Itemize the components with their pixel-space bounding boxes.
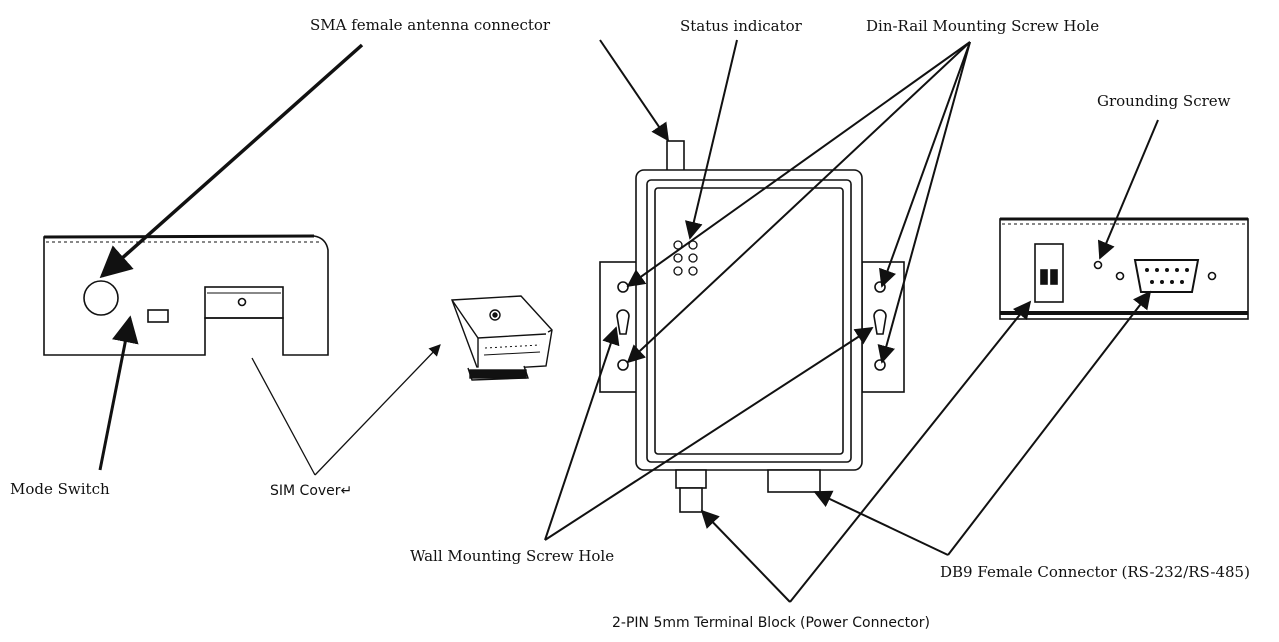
- label-terminal-block: 2-PIN 5mm Terminal Block (Power Connecto…: [612, 615, 930, 631]
- leader-sim-cover-2: [314, 344, 441, 476]
- leader-db9-2: [947, 290, 1152, 556]
- label-mode-switch: Mode Switch: [10, 480, 110, 498]
- sim-slot-screw: [237, 297, 247, 307]
- label-sma-antenna: SMA female antenna connector: [310, 16, 551, 34]
- leader-db9-1: [813, 490, 949, 556]
- label-wall-mounting: Wall Mounting Screw Hole: [410, 547, 615, 565]
- mode-switch-icon: [147, 309, 169, 323]
- side-panel-view: [43, 234, 329, 356]
- sim-cover-bracket: [451, 295, 553, 381]
- label-sim-cover: SIM Cover↵: [270, 483, 353, 499]
- leader-sma-to-main-unit: [599, 39, 670, 142]
- connector-panel-view: [999, 217, 1249, 320]
- leader-din-4: [877, 41, 971, 364]
- db9-connector-icon: [1133, 259, 1200, 293]
- leader-sim-cover-1: [251, 357, 316, 476]
- leader-grounding: [1097, 119, 1159, 260]
- leader-terminal-2: [789, 300, 1032, 603]
- leader-terminal-1: [700, 509, 791, 603]
- label-db9-connector: DB9 Female Connector (RS-232/RS-485): [940, 563, 1250, 581]
- device-body: [635, 169, 863, 471]
- sma-connector-stub: [666, 140, 685, 174]
- antenna-connector-hole: [83, 280, 119, 316]
- leader-lines: [98, 39, 1159, 603]
- grounding-screw-icon: [1093, 260, 1103, 270]
- sim-slot: [204, 286, 284, 319]
- label-din-rail: Din-Rail Mounting Screw Hole: [866, 17, 1100, 35]
- db9-connector-stub: [767, 469, 821, 493]
- status-led-group: [673, 240, 698, 276]
- label-status-indicator: Status indicator: [680, 17, 802, 35]
- leader-din-1: [626, 41, 971, 288]
- terminal-block-icon: [1034, 243, 1064, 303]
- label-grounding-screw: Grounding Screw: [1097, 92, 1231, 110]
- leader-din-2: [626, 41, 971, 364]
- leader-wall-1: [544, 326, 620, 541]
- leader-status-indicator: [684, 39, 738, 240]
- leader-wall-2: [544, 327, 874, 541]
- leader-mode-switch: [98, 315, 139, 471]
- terminal-block-stub: [675, 469, 707, 489]
- leader-sma-to-side-view: [99, 43, 364, 279]
- leader-din-3: [879, 41, 971, 288]
